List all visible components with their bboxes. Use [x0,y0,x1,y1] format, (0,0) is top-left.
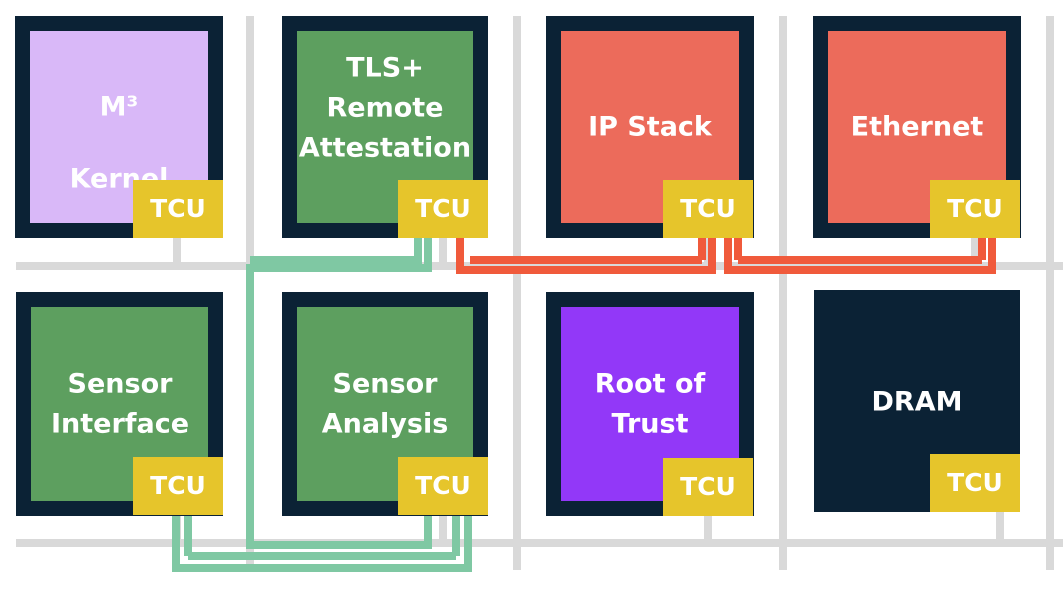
tile-dram: DRAM TCU [814,290,1020,512]
tile-sensor-analysis: Sensor Analysis TCU [282,292,488,516]
tile-label-line: Interface [51,409,189,440]
channel-green [172,238,472,572]
tile-label-line: Root of [595,369,706,400]
tile-label-line: TLS+ [346,53,424,84]
channel-tls-to-analysis-outer [246,238,432,549]
tile-label-line: Sensor [333,369,439,400]
channel-interface-to-analysis [172,516,472,572]
tcu-block [133,180,223,238]
tcu-label: TCU [150,194,206,223]
tcu-label: TCU [680,472,736,501]
channel-tls-to-ipstack [456,238,716,274]
tile-tls-remote-attestation: TLS+ Remote Attestation TCU [282,16,488,238]
channel-red [456,238,996,274]
tile-label-line: Analysis [322,409,449,440]
tile-label-line: IP Stack [588,112,713,143]
tile-kernel: M³ Kernel TCU [15,16,223,238]
tile-ip-stack: IP Stack TCU [546,16,754,238]
tile-ethernet: Ethernet TCU [813,16,1021,238]
tcu-block [133,457,223,515]
tile-sensor-interface: Sensor Interface TCU [16,292,223,516]
tcu-block [663,180,753,238]
tcu-label: TCU [415,471,471,500]
channel-ipstack-to-ethernet [724,238,996,274]
channel-tls-to-analysis-inner [250,238,422,264]
tcu-block [398,457,488,515]
tcu-block [930,180,1020,238]
tcu-label: TCU [947,468,1003,497]
tcu-label: TCU [680,194,736,223]
tcu-label: TCU [947,194,1003,223]
tcu-label: TCU [415,194,471,223]
tcu-block [398,180,488,238]
tile-label-line: Trust [612,409,689,440]
tcu-block [663,458,753,516]
tcu-label: TCU [150,471,206,500]
tile-label-line: M³ [100,92,139,123]
tile-root-of-trust: Root of Trust TCU [546,292,754,516]
tile-label-line: Ethernet [851,112,984,143]
tile-label-line: Sensor [68,369,174,400]
tile-label-line: DRAM [872,387,963,418]
tile-label-line: Attestation [299,133,471,164]
tile-label-line: Remote [326,93,443,124]
tcu-block [930,454,1020,512]
